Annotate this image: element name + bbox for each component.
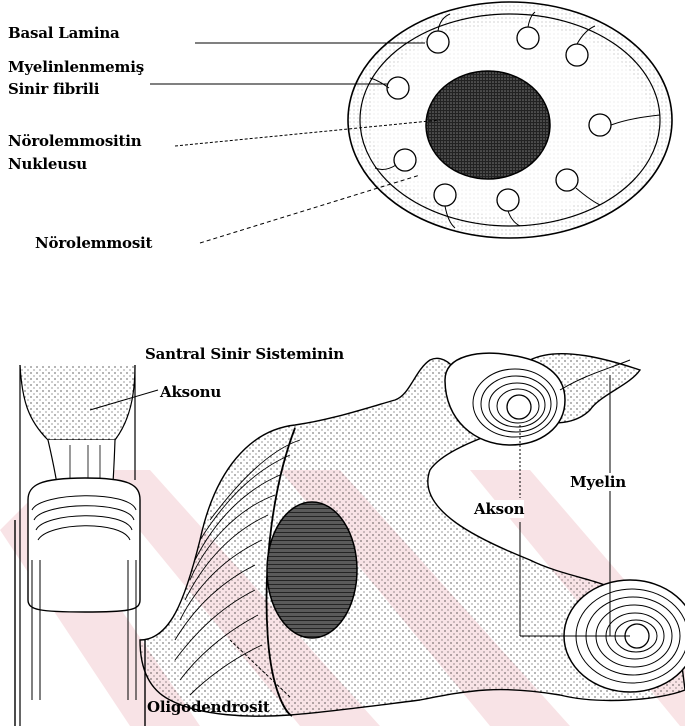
label-oligodendrocyte: Oligodendrosit <box>147 698 270 716</box>
oligodendrocyte-nucleus <box>267 502 357 638</box>
label-neurolemmocyte: Nörolemmosit <box>35 234 152 252</box>
label-unmyelinated-fiber-line1: Myelinlenmemiş <box>8 58 144 76</box>
schwann-cell-diagram <box>348 2 672 238</box>
axon-core-upper <box>507 395 531 419</box>
label-unmyelinated-fiber-line2: Sinir fibrili <box>8 80 99 98</box>
neurolemmocyte-nucleus <box>426 71 550 179</box>
oligodendrocyte-diagram <box>15 353 685 726</box>
label-neurolemmocyte-nucleus-line2: Nukleusu <box>8 155 87 173</box>
label-cns-axon-line2: Aksonu <box>160 383 221 401</box>
label-neurolemmocyte-nucleus-line1: Nörolemmositin <box>8 132 142 150</box>
label-cns-axon-line1: Santral Sinir Sisteminin <box>145 345 344 363</box>
label-myelin: Myelin <box>570 473 626 491</box>
label-axon: Akson <box>474 500 524 518</box>
label-basal-lamina: Basal Lamina <box>8 24 120 42</box>
